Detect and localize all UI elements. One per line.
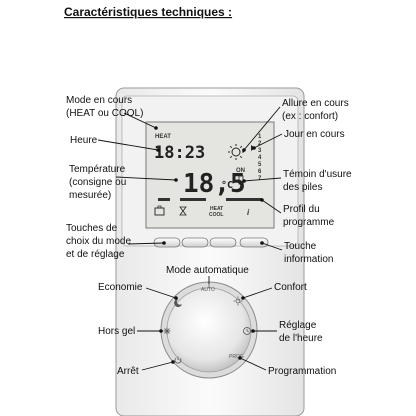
label-temoin-2: des piles: [283, 182, 322, 193]
mode-button-3[interactable]: [209, 237, 237, 248]
label-mode-en-cours-2: (HEAT ou COOL): [66, 108, 143, 119]
day-3: 3: [258, 148, 262, 154]
label-touches-3: et de réglage: [66, 249, 125, 260]
leader-lines: [97, 106, 283, 371]
mode-button-2[interactable]: [181, 237, 209, 248]
label-touche-info-2: information: [284, 254, 333, 265]
label-allure-1: Allure en cours: [282, 98, 349, 109]
label-temperature-2: (consigne ou: [69, 177, 126, 188]
lcd-on: ON: [236, 168, 245, 174]
day-4: 4: [258, 155, 262, 161]
snowflake-icon: [163, 327, 171, 335]
mode-dial[interactable]: AUTO PROG: [160, 281, 258, 379]
label-touche-info-1: Touche: [284, 241, 317, 252]
info-symbol: i: [247, 208, 250, 217]
day-6: 6: [258, 169, 262, 175]
lcd-heat: HEAT: [210, 206, 223, 212]
page-title: Caractéristiques techniques :: [64, 5, 232, 19]
label-mode-en-cours-1: Mode en cours: [66, 95, 132, 106]
day-1: 1: [258, 134, 262, 140]
label-temoin-1: Témoin d'usure: [283, 169, 352, 180]
label-temperature-3: mesurée): [69, 190, 111, 201]
day-2: 2: [258, 141, 262, 147]
briefcase-icon: [154, 205, 165, 216]
label-heure: Heure: [70, 135, 98, 146]
program-profile-bar: [158, 198, 262, 201]
label-arret: Arrêt: [117, 366, 139, 377]
lcd-screen: HEAT 18:23 ON 1 2 3 4 5 6 7 18,5 °: [145, 121, 275, 229]
dial-auto-label: AUTO: [201, 287, 215, 293]
label-hors-gel: Hors gel: [98, 326, 135, 337]
label-mode-auto: Mode automatique: [166, 265, 249, 276]
sun-small-icon: [233, 296, 243, 306]
button-row: [153, 237, 269, 248]
moon-icon: [174, 299, 182, 307]
label-allure-2: (ex : confort): [282, 111, 338, 122]
label-profil-2: programme: [283, 217, 335, 228]
sun-icon: [228, 144, 244, 160]
power-icon: [174, 356, 182, 364]
label-programmation: Programmation: [268, 366, 336, 377]
label-touches-2: choix du mode: [66, 236, 131, 247]
label-jour: Jour en cours: [284, 129, 345, 140]
lcd-mode: HEAT: [155, 134, 171, 140]
lcd-unit: °C: [221, 180, 233, 191]
label-temperature-1: Température: [69, 164, 126, 175]
label-confort: Confort: [274, 282, 307, 293]
label-touches-1: Touches de: [66, 223, 118, 234]
dial-prog-label: PROG: [229, 354, 244, 360]
lcd-cool: COOL: [209, 212, 223, 218]
mode-button-1[interactable]: [153, 237, 181, 248]
lcd-temperature: 18,5: [183, 169, 246, 199]
clock-icon: [243, 327, 251, 335]
day-7: 7: [258, 176, 262, 182]
lcd-time: 18:23: [154, 143, 205, 163]
day-5: 5: [258, 162, 262, 168]
hourglass-icon: [179, 206, 187, 216]
label-reglage-2: de l'heure: [279, 333, 323, 344]
info-button[interactable]: [239, 237, 269, 248]
day-list: 1 2 3 4 5 6 7: [251, 134, 262, 182]
label-reglage-1: Réglage: [279, 320, 317, 331]
label-economie: Economie: [98, 282, 143, 293]
label-profil-1: Profil du: [283, 204, 320, 215]
